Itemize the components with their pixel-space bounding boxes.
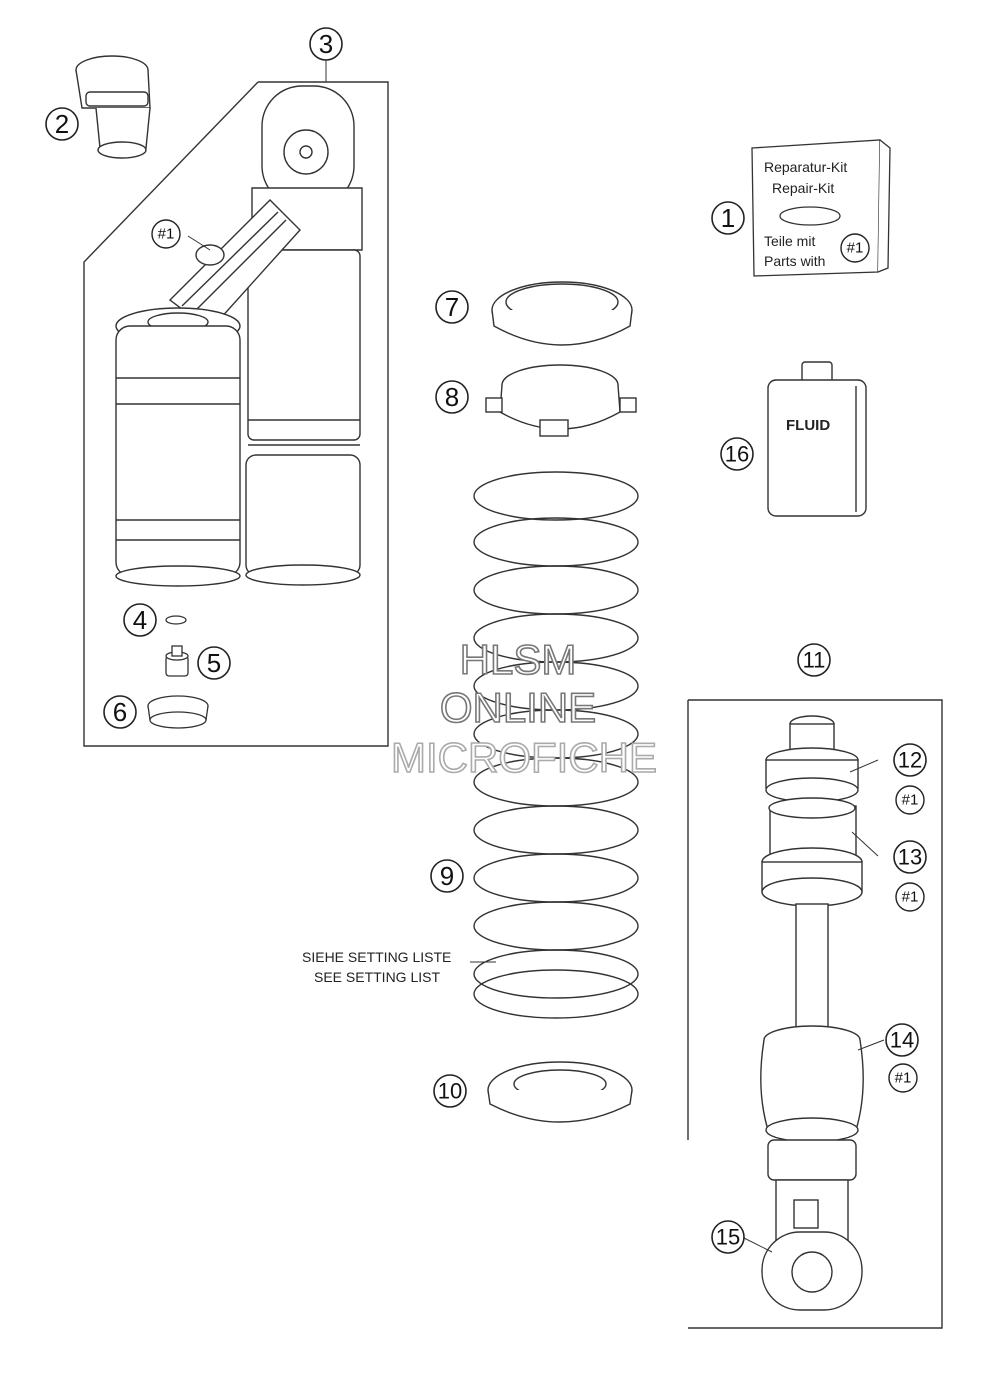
kit-ref-circles	[151, 219, 925, 1093]
spring-note-line1: SIEHE SETTING LISTE	[302, 949, 451, 965]
callout-14[interactable]: 14	[890, 1028, 914, 1053]
callout-16[interactable]: 16	[725, 442, 749, 467]
part-8-adjuster-ring[interactable]	[485, 364, 637, 437]
spring-note-line2: SEE SETTING LIST	[314, 969, 440, 985]
leader-lines	[187, 60, 885, 1253]
kit-ref-part-3: #1	[158, 226, 175, 243]
kit-ref-part-13: #1	[902, 889, 919, 906]
kit-label-line4: Parts with	[764, 253, 825, 269]
callout-15[interactable]: 15	[716, 1225, 740, 1250]
callout-3[interactable]: 3	[319, 29, 333, 59]
callout-5[interactable]: 5	[207, 648, 221, 678]
group-3-frame	[83, 81, 389, 747]
damper-rod	[795, 903, 829, 1035]
part-9-spring[interactable]	[473, 471, 639, 1019]
part-10-retainer[interactable]	[487, 1061, 633, 1123]
part-13-piston[interactable]	[761, 797, 863, 907]
callout-11[interactable]: 11	[803, 648, 826, 673]
watermark-line2: ONLINE	[440, 684, 596, 731]
fluid-label: FLUID	[786, 417, 830, 434]
watermark-line3: MICROFICHE	[391, 734, 657, 781]
callout-10[interactable]: 10	[438, 1079, 462, 1104]
callouts	[45, 27, 927, 1254]
callout-2[interactable]: 2	[55, 109, 69, 139]
part-14-bump-rubber[interactable]	[760, 1025, 864, 1143]
callout-7[interactable]: 7	[445, 292, 459, 322]
part-3-shock-body[interactable]	[245, 85, 363, 586]
kit-ref-part-12: #1	[902, 792, 919, 809]
callout-6[interactable]: 6	[113, 697, 127, 727]
callout-12[interactable]: 12	[898, 748, 922, 773]
kit-label-line3: Teile mit	[764, 233, 815, 249]
callout-8[interactable]: 8	[445, 382, 459, 412]
part-16-fluid-bottle[interactable]	[767, 361, 867, 517]
part-4-oring[interactable]	[165, 615, 187, 625]
part-12-shim-stack[interactable]	[765, 715, 859, 803]
callout-4[interactable]: 4	[133, 605, 147, 635]
watermark-line1: HLSM	[460, 636, 577, 683]
callout-13[interactable]: 13	[898, 845, 922, 870]
part-6-cap-ring[interactable]	[147, 695, 209, 729]
group-11-frame	[687, 699, 943, 1329]
callout-9[interactable]: 9	[440, 861, 454, 891]
part-3-reservoir[interactable]	[115, 199, 301, 587]
kit-ref-kit-label: #1	[847, 240, 864, 257]
part-7-collar[interactable]	[491, 281, 633, 346]
kit-ref-part-14: #1	[895, 1070, 912, 1087]
kit-label-line1: Reparatur-Kit	[764, 159, 847, 175]
callout-1[interactable]: 1	[721, 203, 735, 233]
part-5-valve[interactable]	[165, 645, 189, 677]
kit-label-line2: Repair-Kit	[772, 180, 834, 196]
part-2-reservoir-cap[interactable]	[75, 55, 151, 159]
part-15-lower-eye[interactable]	[761, 1139, 863, 1311]
